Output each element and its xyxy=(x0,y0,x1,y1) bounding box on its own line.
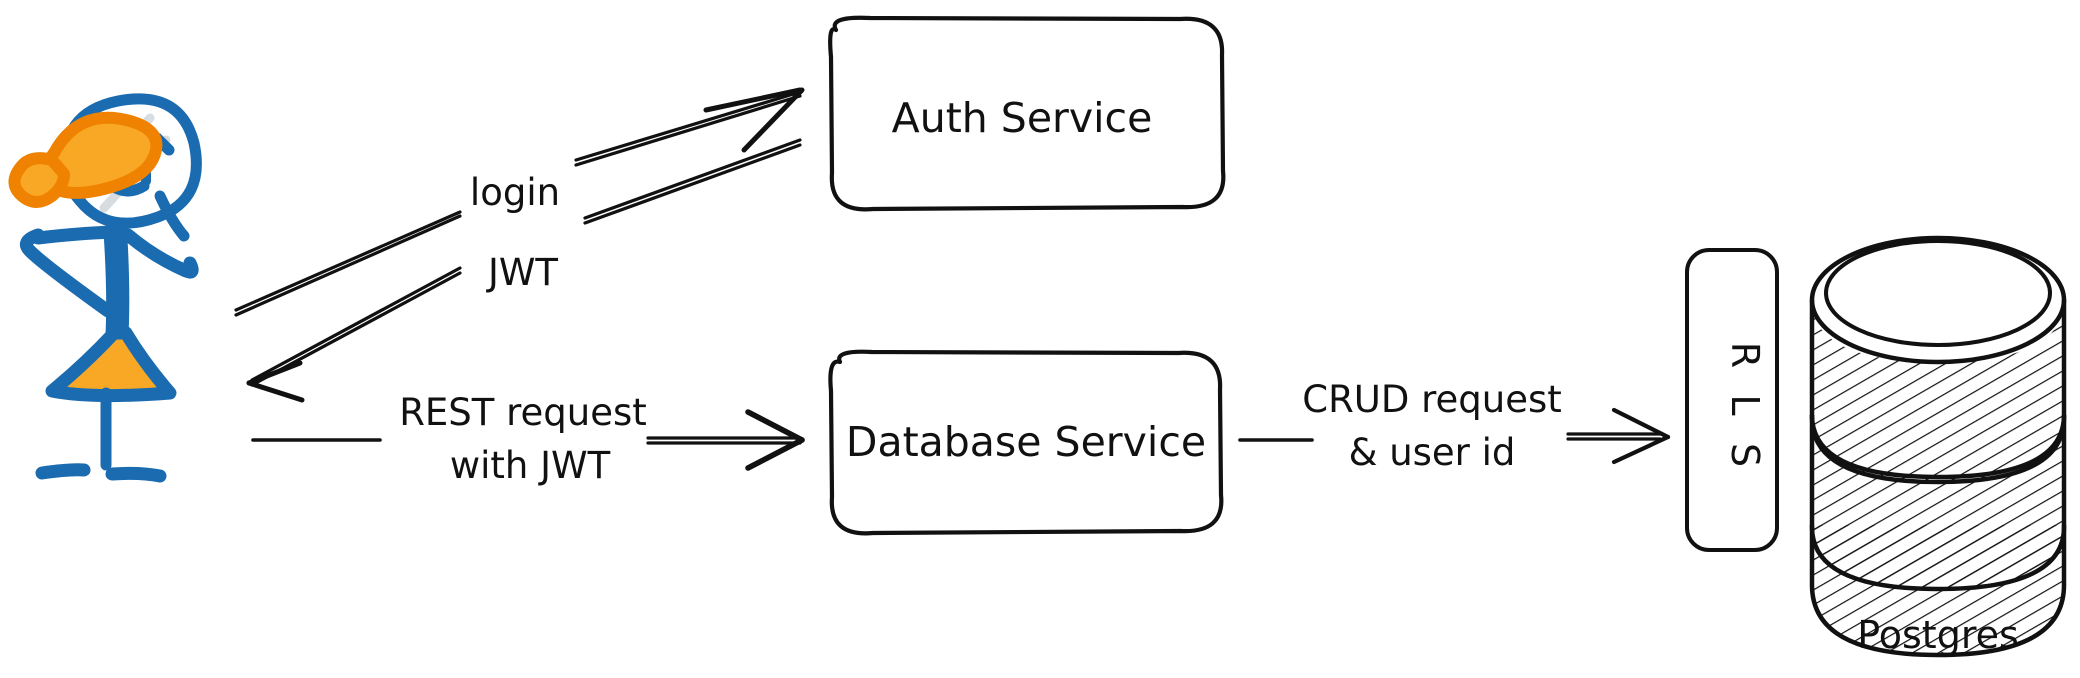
skirt-icon xyxy=(45,326,177,403)
edge-login-label: login xyxy=(470,171,560,214)
node-rls[interactable] xyxy=(1685,248,1779,552)
node-database-service[interactable] xyxy=(828,349,1224,536)
edge-crud-label-line2: & user id xyxy=(1349,431,1516,474)
node-auth-service[interactable] xyxy=(828,15,1226,212)
edge-jwt-label: JWT xyxy=(486,251,558,294)
edge-login xyxy=(234,87,805,317)
node-auth-service-label: Auth Service xyxy=(892,94,1153,142)
node-postgres-label: Postgres xyxy=(1857,613,2019,657)
head-icon xyxy=(59,93,202,229)
hair-bow-icon xyxy=(8,111,163,208)
neck-icon xyxy=(154,190,190,242)
edge-jwt xyxy=(246,138,802,403)
node-rls-letter-s: S xyxy=(1723,443,1767,467)
node-rls-letter-l: L xyxy=(1723,394,1767,415)
edge-crud xyxy=(1238,407,1671,465)
edge-crud-label-line1: CRUD request xyxy=(1302,378,1562,421)
avatar xyxy=(8,93,202,483)
edge-rest-label-line2: with JWT xyxy=(450,444,611,487)
edge-rest-label-line1: REST request xyxy=(399,391,647,434)
node-rls-label: R L S xyxy=(1723,342,1767,467)
feet-icon xyxy=(35,463,167,483)
node-rls-letter-r: R xyxy=(1723,342,1767,368)
node-postgres[interactable] xyxy=(1809,235,2067,658)
edge-rest xyxy=(251,409,805,471)
node-database-service-label: Database Service xyxy=(846,418,1206,466)
torso-icon xyxy=(103,225,130,342)
